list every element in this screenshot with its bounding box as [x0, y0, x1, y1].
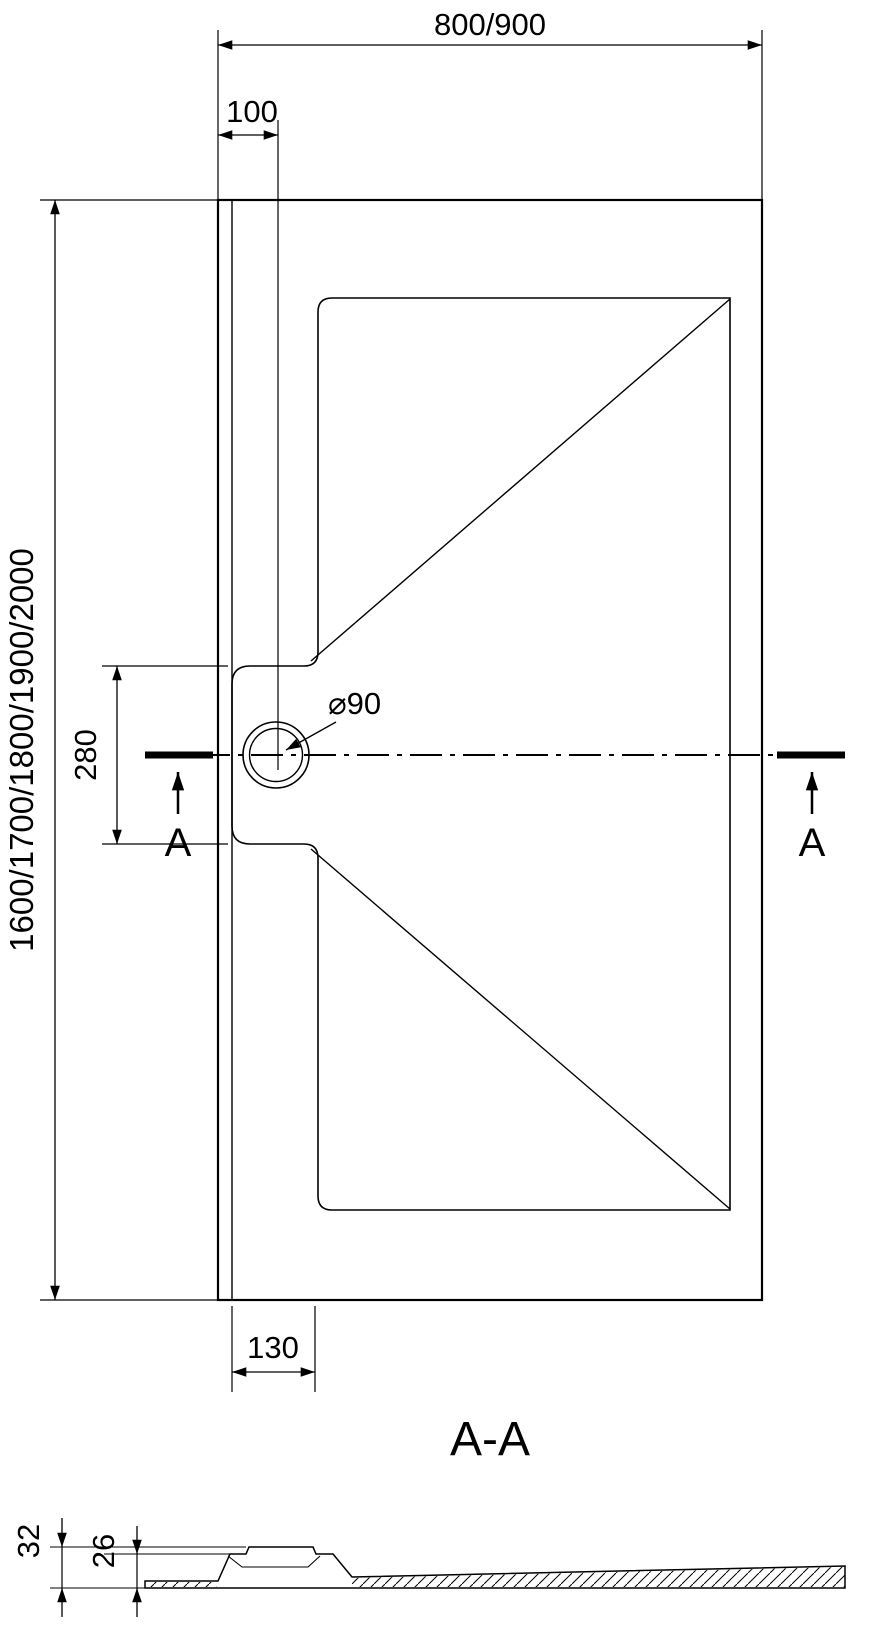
section-view: A-A 32 26: [11, 1413, 846, 1617]
drain-diameter-label: ⌀90: [328, 686, 381, 721]
section-hatch-floor: [352, 1567, 845, 1587]
dim-drain-offset-label: 100: [226, 94, 278, 129]
tray-floor-outline: [231, 297, 731, 1211]
dim-26-label: 26: [86, 1534, 121, 1568]
floor-slope-line-top: [310, 298, 731, 662]
section-cut-line: A A: [145, 751, 845, 865]
drain-diameter-leader: [285, 721, 337, 751]
dim-280-label: 280: [68, 729, 103, 781]
drain-inner-circle: [248, 727, 304, 783]
section-marker-right-label: A: [799, 821, 826, 865]
dim-length-label: 1600/1700/1800/1900/2000: [3, 548, 40, 952]
section-hatch-rim: [146, 1582, 217, 1587]
dim-130-label: 130: [247, 1330, 299, 1365]
section-drain-recess-line: [227, 1555, 321, 1568]
dim-32-label: 32: [11, 1524, 46, 1558]
dim-width-label: 800/900: [434, 7, 546, 42]
tray-outline: [216, 198, 764, 1302]
plan-dimensions: 800/900 100 1600/1700/1800/1900/2000 280…: [3, 7, 763, 1392]
section-marker-left-label: A: [165, 821, 192, 865]
floor-slope-line-bottom: [310, 848, 731, 1210]
section-title: A-A: [450, 1413, 530, 1466]
plan-view: ⌀90: [216, 198, 764, 1302]
